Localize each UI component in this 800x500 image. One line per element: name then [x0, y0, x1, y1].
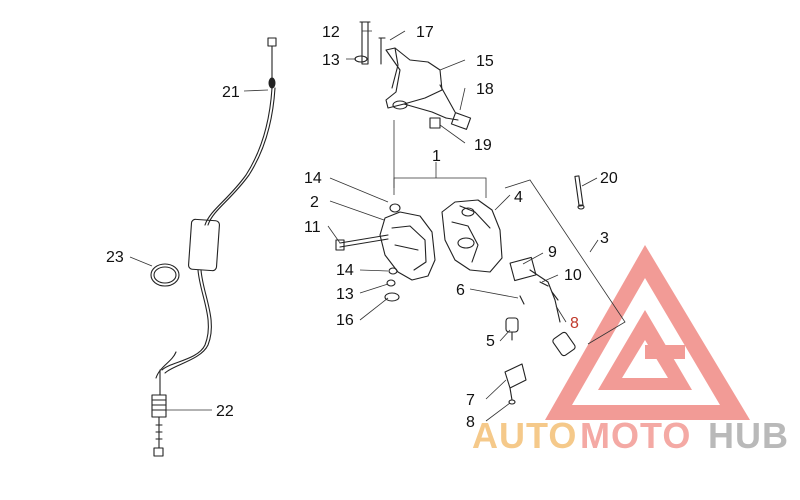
leader-lines [129, 30, 598, 422]
watermark-wordmark: AUTO MOTO HUB [472, 415, 789, 456]
callout-16: 16 [336, 312, 354, 329]
callout-22: 22 [216, 403, 234, 420]
pin-20 [574, 175, 585, 210]
watermark-auto: AUTO [472, 415, 577, 456]
callout-1: 1 [432, 148, 441, 165]
callout-8-right: 8 [570, 315, 579, 332]
switch-assembly-3 [505, 256, 576, 357]
callout-20: 20 [600, 170, 618, 187]
watermark-moto: MOTO [580, 415, 691, 456]
left-housing-2 [335, 203, 436, 302]
callout-4: 4 [514, 189, 523, 206]
callout-8-bottom: 8 [466, 414, 475, 431]
watermark-logo [545, 245, 750, 420]
callout-11: 11 [304, 219, 321, 236]
right-housing-4 [441, 199, 503, 273]
callout-13-top: 13 [322, 52, 340, 69]
callout-5: 5 [486, 333, 495, 350]
callout-9: 9 [548, 244, 557, 261]
clip-ring-23 [150, 263, 180, 287]
throttle-cable-21 [151, 37, 277, 457]
assembly-brace-3 [504, 179, 626, 345]
callout-7: 7 [466, 392, 475, 409]
callout-10: 10 [564, 267, 582, 284]
bracket-assembly-15 [354, 21, 472, 130]
callout-21: 21 [222, 84, 240, 101]
callout-19: 19 [474, 137, 492, 154]
callout-3: 3 [600, 230, 609, 247]
callout-2: 2 [310, 194, 319, 211]
callout-18: 18 [476, 81, 494, 98]
assembly-brace-1 [393, 120, 487, 198]
mount-bracket-7 [504, 363, 527, 405]
callout-17: 17 [416, 24, 434, 41]
callout-14-bottom: 14 [336, 262, 354, 279]
callout-6: 6 [456, 282, 465, 299]
callout-labels: 12 13 17 15 18 19 21 1 14 2 11 14 13 16 … [106, 24, 618, 431]
callout-23: 23 [106, 249, 124, 266]
callout-12: 12 [322, 24, 340, 41]
callout-15: 15 [476, 53, 494, 70]
callout-14-top: 14 [304, 170, 322, 187]
callout-13-bottom: 13 [336, 286, 354, 303]
watermark-hub: HUB [708, 415, 789, 456]
